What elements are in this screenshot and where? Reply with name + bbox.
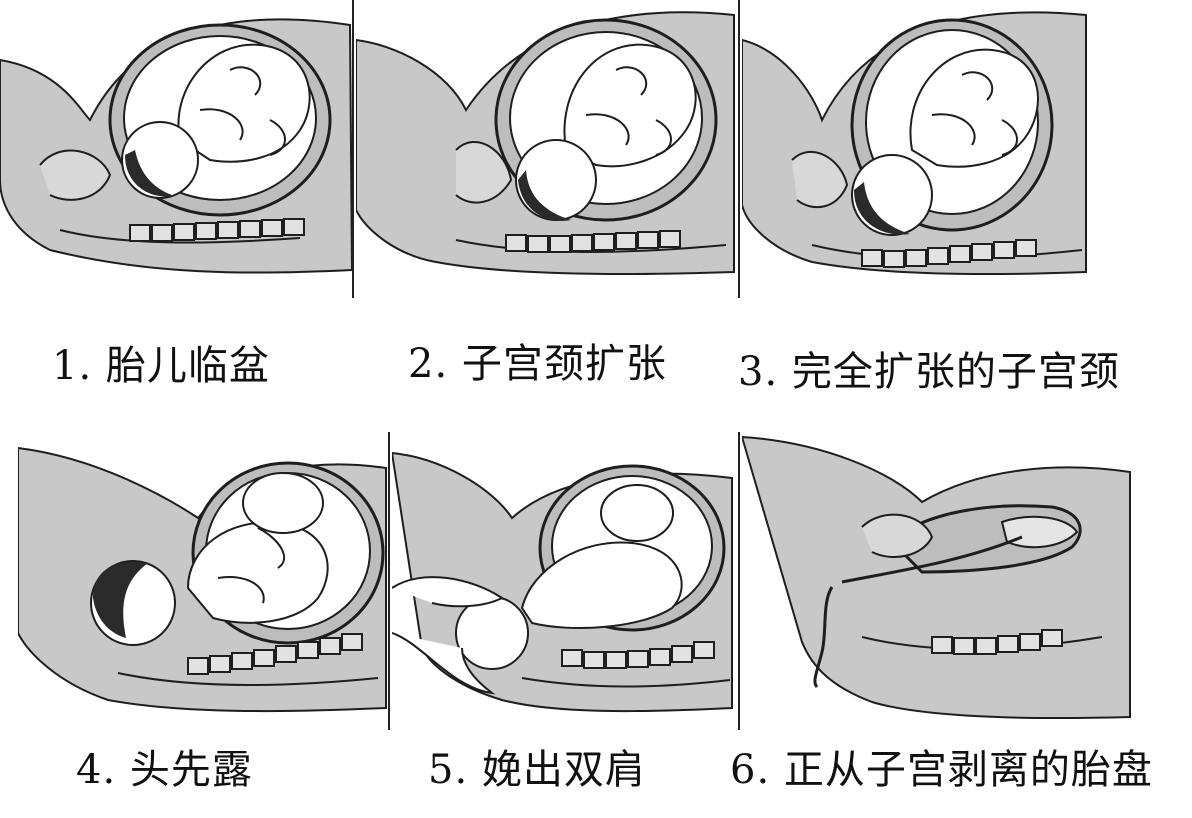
stage-4-illustration	[18, 438, 388, 718]
fetus-upper-body	[600, 484, 674, 542]
hand	[392, 576, 504, 695]
stage-3-illustration	[742, 0, 1088, 278]
divider	[352, 0, 354, 298]
birth-canal	[791, 150, 849, 208]
fetus-hair	[125, 150, 175, 197]
fetus-head	[515, 139, 597, 221]
fetus-limbs	[931, 71, 1018, 156]
spine	[811, 239, 1083, 268]
fetus-hair	[93, 561, 148, 638]
spine	[861, 629, 1103, 655]
stage-6-illustration	[742, 432, 1132, 722]
fetus-head	[455, 596, 529, 670]
divider	[388, 432, 390, 730]
spine	[455, 230, 727, 253]
divider	[738, 432, 740, 730]
fetus-limbs	[199, 66, 286, 156]
placenta	[1000, 515, 1079, 549]
stage-1-caption: 1. 胎儿临盆	[52, 343, 270, 389]
spine	[59, 218, 305, 244]
stage-2-illustration	[356, 0, 736, 278]
fetus-upper-body	[242, 472, 324, 534]
fetus-body	[909, 48, 1039, 168]
divider	[738, 0, 740, 298]
fetus-limbs	[217, 527, 285, 604]
fetus-body	[563, 43, 697, 168]
fetus-limbs	[585, 66, 672, 156]
stage-5-caption: 5. 娩出双肩	[428, 747, 646, 793]
body-tissue	[742, 435, 1131, 720]
fetus-body	[186, 521, 329, 624]
stage-5-illustration	[392, 438, 734, 718]
birth-canal	[455, 140, 513, 204]
stage-1-illustration	[0, 0, 352, 298]
fetus-hair	[854, 182, 910, 235]
birth-canal	[39, 149, 112, 201]
stage-6-caption: 6. 正从子宫剥离的胎盘	[730, 747, 1153, 793]
stage-4-caption: 4. 头先露	[76, 747, 253, 793]
stage-2-caption: 2. 子宫颈扩张	[408, 341, 667, 387]
umbilical-cord	[813, 535, 1023, 689]
fetus-hair	[518, 170, 571, 221]
stage-3-caption: 3. 完全扩张的子宫颈	[738, 349, 1120, 395]
spine	[117, 633, 379, 686]
birth-canal	[861, 513, 934, 558]
fetus-body	[520, 541, 683, 629]
fetus-body	[177, 43, 311, 163]
spine	[521, 641, 731, 688]
